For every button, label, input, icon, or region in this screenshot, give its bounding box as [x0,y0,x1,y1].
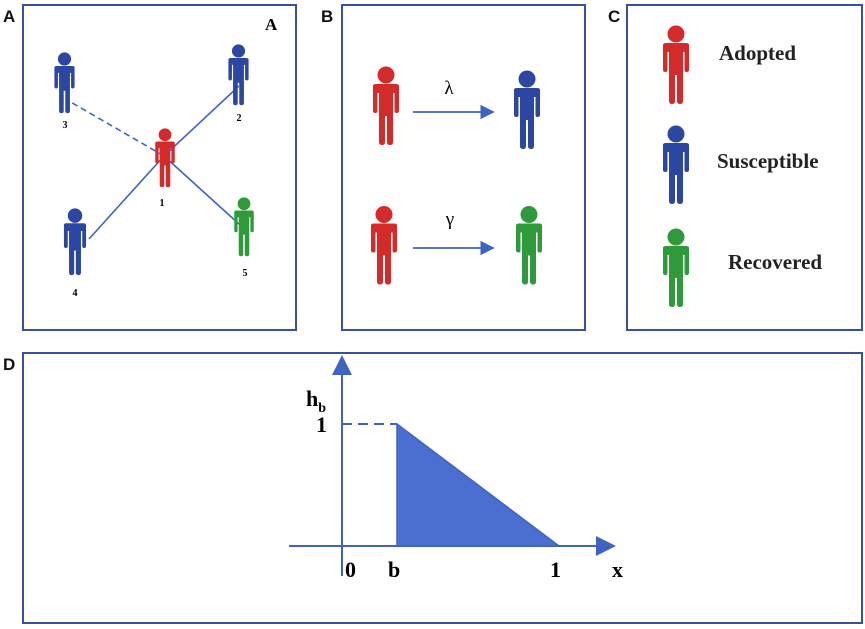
hb-function-plot: hb 1 0 b 1 x [289,355,623,582]
adopted-person-icon-bottom [371,206,397,285]
hb-shaded-region [396,422,562,547]
legend-adopted-icon [663,25,689,104]
legend-susceptible-icon [663,125,689,204]
x-axis-label: x [612,557,623,582]
x-tick-b: b [388,557,400,582]
node-1-label: 1 [160,198,165,209]
gamma-label: γ [445,209,454,230]
node-3-susceptible-icon [54,52,75,114]
panel-label-d: D [3,355,16,374]
legend-adopted-label: Adopted [719,41,797,65]
panel-c-legend: Adopted Susceptible Recovered [626,4,863,331]
recovered-person-icon [516,206,542,285]
legend-recovered-icon [663,228,689,307]
panel-a-network: 1 2 3 4 5 A [22,4,297,331]
x-tick-0: 0 [345,557,356,582]
y-axis-label: hb [306,386,326,416]
lambda-label: λ [444,78,454,99]
y-tick-1: 1 [316,412,327,437]
legend-icons [663,25,689,307]
edge-1-4 [88,155,165,240]
network-diagram: 1 2 3 4 5 A [54,15,278,299]
panel-label-c: C [608,7,621,26]
transition-diagram: λ γ [371,66,542,285]
panel-a-inner-label: A [265,15,278,34]
node-5-recovered-icon [234,197,254,257]
edge-1-2 [163,85,240,157]
node-3-label: 3 [63,120,68,131]
panel-label-b: B [321,7,334,26]
adopted-person-icon-top [373,66,399,145]
susceptible-person-icon [514,70,540,149]
node-4-label: 4 [73,288,78,299]
legend-recovered-label: Recovered [728,250,823,274]
edge-1-5 [163,155,240,225]
node-5-label: 5 [243,268,248,279]
legend-susceptible-label: Susceptible [717,149,819,173]
panel-d-plot: hb 1 0 b 1 x [22,352,863,624]
x-tick-1: 1 [550,557,561,582]
node-2-susceptible-icon [228,44,249,106]
panel-label-a: A [3,7,16,26]
edge-1-3-dashed [68,100,165,157]
panel-b-transitions: λ γ [341,4,586,331]
node-1-adopted-icon [155,128,175,188]
node-4-susceptible-icon [63,208,87,276]
node-2-label: 2 [237,113,242,124]
